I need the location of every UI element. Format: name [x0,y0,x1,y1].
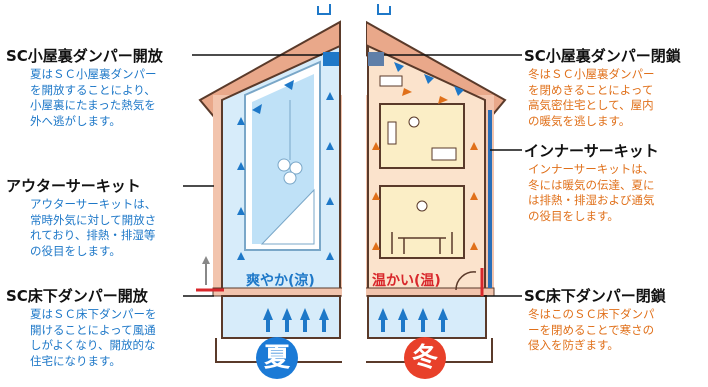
summer-airflow-arrows [237,80,334,260]
summer-light-2 [289,161,303,175]
winter-upper-bed [431,147,457,161]
summer-house [196,4,344,339]
winter-floor-damper-callout: SC床下ダンパー閉鎖 冬はこのＳＣ床下ダンパ ーを閉めることで寒さの 侵入を防ぎ… [524,287,666,354]
summer-floor-damper-title: SC床下ダンパー開放 [6,287,148,305]
summer-stairs [260,188,315,245]
summer-underfloor-arrows [263,308,329,332]
outer-circuit-title: アウターサーキット [6,177,141,195]
summer-floor-damper-callout: SC床下ダンパー開放 夏はＳＣ床下ダンパーを 開けることによって風通 しがよくな… [6,287,157,369]
winter-floor-damper-desc: 冬はこのＳＣ床下ダンパ ーを閉めることで寒さの 侵入を防ぎます。 [528,307,655,352]
summer-attic-damper-desc: 夏はＳＣ小屋裏ダンパー を開放することにより、 小屋裏にたまった熱気を 外へ逃が… [30,67,157,128]
summer-badge: 夏 [256,337,298,379]
summer-attic-damper-title: SC小屋裏ダンパー開放 [6,47,163,65]
winter-attic-sofa [379,75,403,87]
outer-circuit-callout: アウターサーキット アウターサーキットは、 常時外気に対して開放さ れており、排… [6,177,156,259]
summer-room-label: 爽やか(涼) [246,273,315,289]
inner-circuit-callout: インナーサーキット インナーサーキットは、 冬には暖気の伝達、夏に は排熱・排湿… [524,142,659,224]
winter-underfloor-arrows [378,308,448,332]
winter-table-set [391,232,453,254]
summer-light-3 [283,171,297,185]
winter-lower-light [416,200,428,212]
winter-badge: 冬 [404,337,446,379]
winter-upper-light [408,116,420,128]
winter-attic-damper-title: SC小屋裏ダンパー閉鎖 [524,47,681,65]
winter-upper-lamp [387,121,397,145]
inner-circuit-title: インナーサーキット [524,142,659,160]
winter-attic-damper-callout: SC小屋裏ダンパー閉鎖 冬はＳＣ小屋裏ダンパー を閉めきることによって 高気密住… [524,47,681,129]
summer-chimney-outline [317,4,331,15]
winter-floor-damper-title: SC床下ダンパー閉鎖 [524,287,666,305]
inner-circuit-desc: インナーサーキットは、 冬には暖気の伝達、夏に は排熱・排湿および通気 の役目を… [528,162,655,223]
summer-attic-damper [323,52,339,66]
winter-lower-room [379,185,465,259]
winter-airflow-arrows [372,88,478,250]
summer-light-1 [277,158,291,172]
winter-damper-hinge [455,271,477,291]
summer-attic-damper-callout: SC小屋裏ダンパー開放 夏はＳＣ小屋裏ダンパー を開放することにより、 小屋裏に… [6,47,163,129]
outer-circuit-desc: アウターサーキットは、 常時外気に対して開放さ れており、排熱・排湿等 の役目を… [30,197,157,258]
center-divider [342,0,366,383]
winter-house [363,4,507,339]
winter-room-label: 温かい(温) [372,273,441,289]
winter-attic-damper-desc: 冬はＳＣ小屋裏ダンパー を閉めきることによって 高気密住宅として、屋内 の暖気を… [528,67,655,128]
winter-attic-damper [368,52,384,66]
summer-floor-damper-desc: 夏はＳＣ床下ダンパーを 開けることによって風通 しがよくなり、開放的な 住宅にな… [30,307,157,368]
winter-chimney-outline [377,4,391,15]
summer-outer-vent-arrow [202,256,210,264]
winter-wall-arrows [394,62,464,96]
callout-leaders [183,54,522,297]
